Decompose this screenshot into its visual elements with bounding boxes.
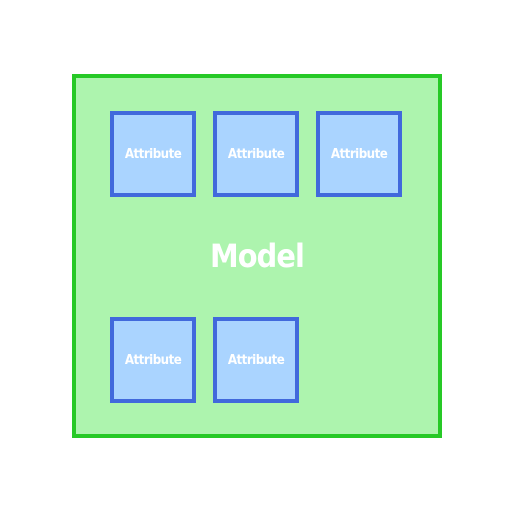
attribute-box: Attribute [110,317,196,403]
attribute-label: Attribute [124,352,182,368]
model-label: Model [210,237,305,275]
attribute-box: Attribute [213,111,299,197]
attribute-box: Attribute [316,111,402,197]
attribute-box: Attribute [110,111,196,197]
attribute-label: Attribute [227,352,285,368]
attribute-box: Attribute [213,317,299,403]
attribute-label: Attribute [227,146,285,162]
attribute-label: Attribute [124,146,182,162]
attribute-label: Attribute [330,146,388,162]
